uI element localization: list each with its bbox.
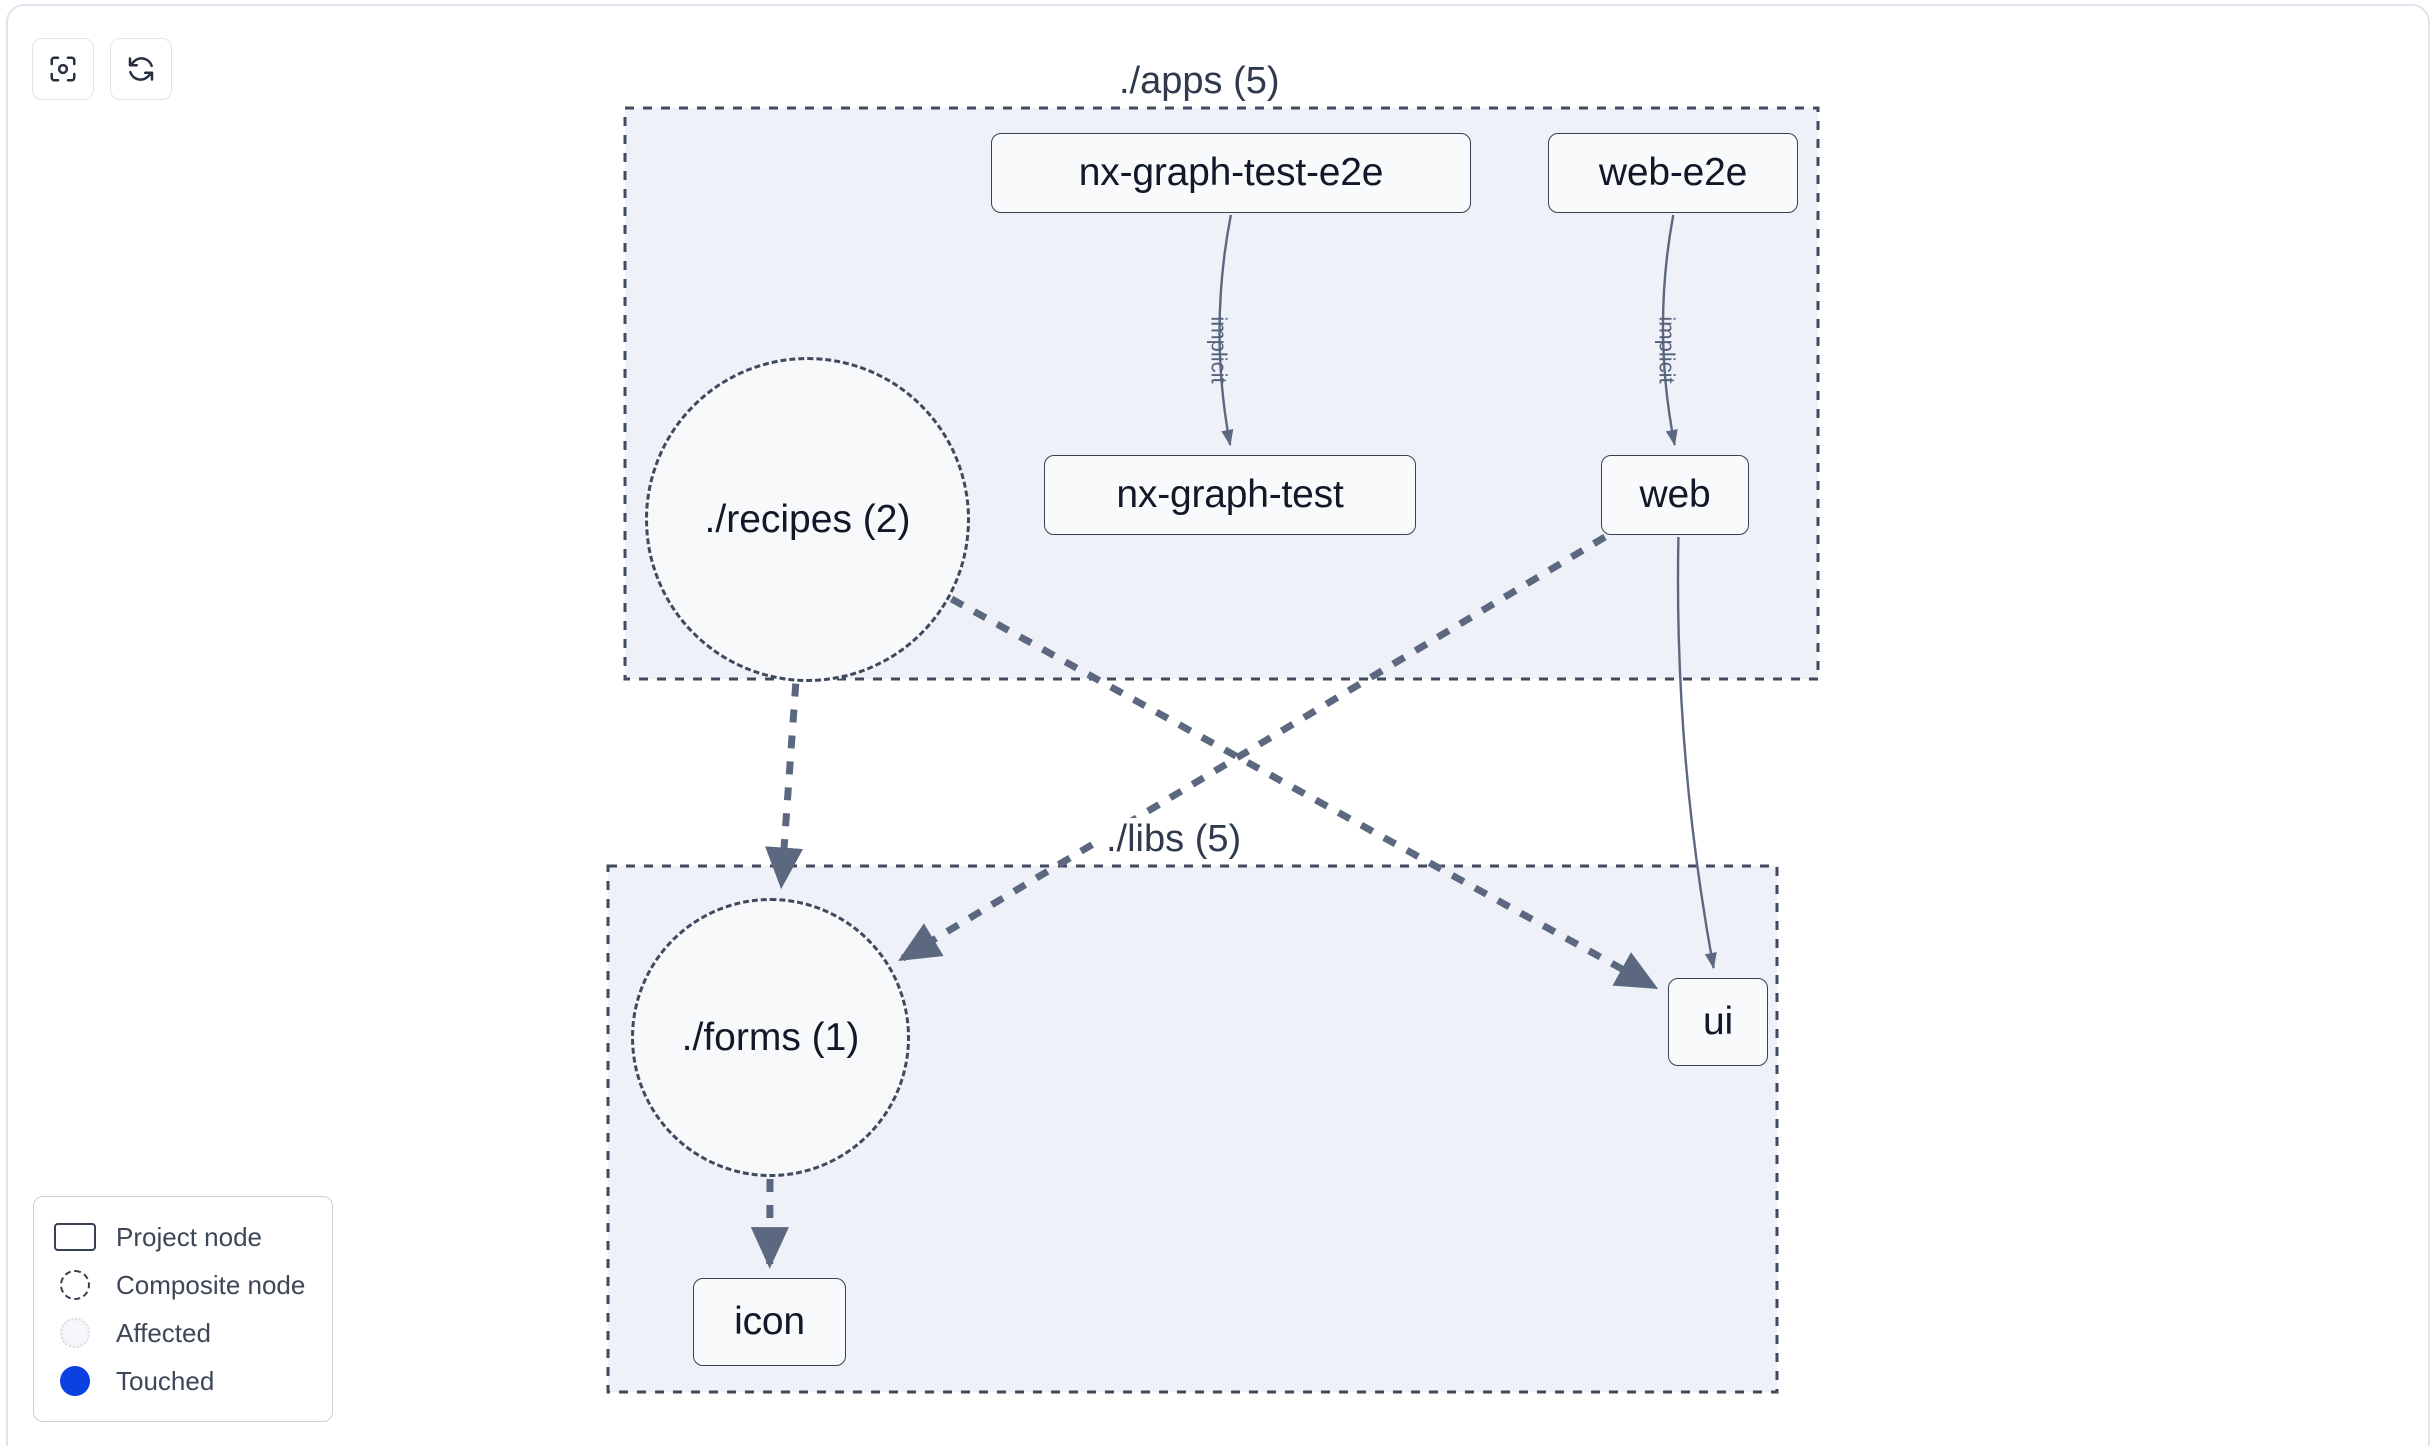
graph-node-label: ui — [1703, 1000, 1733, 1043]
graph-groups-layer — [606, 106, 1820, 1394]
project-node-swatch — [52, 1223, 98, 1251]
graph-toolbar — [32, 38, 172, 100]
affected-swatch — [52, 1318, 98, 1348]
touched-swatch — [52, 1366, 98, 1396]
focus-target-icon — [48, 54, 78, 84]
legend-row-project-node: Project node — [52, 1213, 314, 1261]
graph-node-label: web-e2e — [1598, 151, 1748, 194]
legend-row-touched: Touched — [52, 1357, 314, 1405]
graph-node-forms[interactable]: ./forms (1) — [631, 898, 910, 1177]
group-label-apps: ./apps (5) — [1113, 60, 1286, 103]
legend-label-touched: Touched — [116, 1365, 215, 1396]
refresh-icon — [126, 54, 156, 84]
graph-node-recipes[interactable]: ./recipes (2) — [645, 357, 970, 682]
graph-node-label: nx-graph-test — [1116, 473, 1344, 516]
composite-node-swatch — [52, 1270, 98, 1300]
graph-node-label: nx-graph-test-e2e — [1078, 151, 1384, 194]
refresh-graph-button[interactable] — [110, 38, 172, 100]
focus-graph-button[interactable] — [32, 38, 94, 100]
graph-node-label: icon — [734, 1300, 805, 1343]
graph-node-label: web — [1639, 473, 1711, 516]
legend-row-composite-node: Composite node — [52, 1261, 314, 1309]
legend-label-affected: Affected — [116, 1317, 211, 1348]
graph-node-label: ./recipes (2) — [704, 497, 911, 541]
graph-edge-recipes-to-forms[interactable] — [765, 683, 804, 890]
graph-node-nx-graph-test[interactable]: nx-graph-test — [1044, 455, 1416, 535]
graph-legend: Project node Composite node Affected Tou… — [33, 1196, 333, 1422]
graph-node-label: ./forms (1) — [681, 1015, 860, 1059]
legend-label-project-node: Project node — [116, 1221, 262, 1252]
graph-node-nx-graph-test-e2e[interactable]: nx-graph-test-e2e — [991, 133, 1471, 213]
legend-label-composite-node: Composite node — [116, 1269, 306, 1300]
graph-node-web[interactable]: web — [1601, 455, 1749, 535]
graph-node-web-e2e[interactable]: web-e2e — [1548, 133, 1798, 213]
graph-node-ui[interactable]: ui — [1668, 978, 1768, 1066]
legend-row-affected: Affected — [52, 1309, 314, 1357]
graph-node-icon[interactable]: icon — [693, 1278, 846, 1366]
group-label-libs: ./libs (5) — [1100, 818, 1248, 861]
